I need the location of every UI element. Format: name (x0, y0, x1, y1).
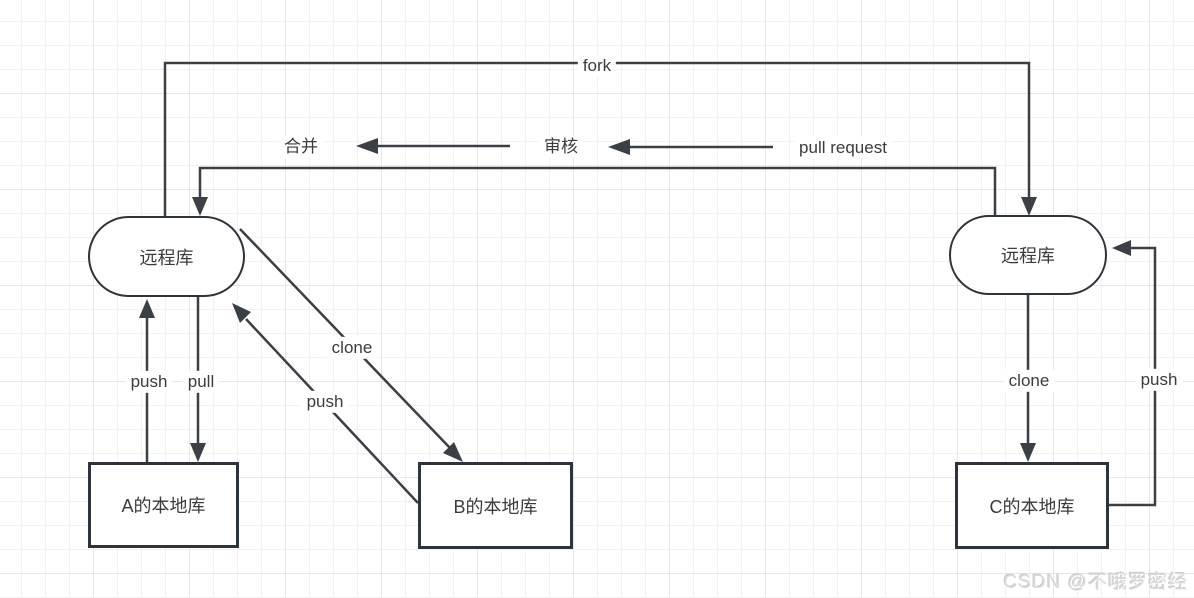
edge-label-pull-a: pull (182, 370, 220, 394)
pull-request-arrowhead-icon (192, 197, 208, 216)
edge-label-push-c: push (1135, 368, 1183, 392)
node-local-repo-c: C的本地库 (955, 462, 1109, 549)
node-remote-repo-right-label: 远程库 (1001, 246, 1055, 266)
edge-label-push-a: push (125, 370, 173, 394)
node-local-repo-b: B的本地库 (418, 462, 573, 549)
edge-label-clone-c: clone (1003, 369, 1055, 393)
review-to-merge-arrowhead-icon (356, 138, 378, 154)
edge-label-pull-request: pull request (794, 136, 892, 160)
push-c-arrowhead-icon (1112, 240, 1131, 256)
clone-b-arrowhead-icon (443, 442, 463, 462)
edge-label-fork: fork (577, 54, 617, 78)
pull-request-line (198, 166, 997, 215)
edge-pr-to-review (608, 139, 773, 155)
clone-c-arrowhead-icon (1020, 443, 1036, 462)
node-local-repo-a: A的本地库 (88, 462, 239, 548)
node-local-repo-a-label: A的本地库 (121, 496, 206, 516)
edge-review-to-merge (356, 138, 510, 154)
node-remote-repo-left: 远程库 (88, 216, 245, 297)
edge-pull-request (192, 166, 997, 216)
pr-to-review-arrowhead-icon (608, 139, 630, 155)
edge-label-push-b: push (301, 390, 349, 414)
fork-arrowhead-icon (1021, 197, 1037, 216)
edge-clone-c (1020, 295, 1036, 462)
node-local-repo-b-label: B的本地库 (453, 496, 538, 517)
push-b-arrowhead-icon (232, 303, 251, 323)
edge-label-clone-b: clone (326, 336, 378, 360)
node-remote-repo-left-label: 远程库 (139, 247, 194, 268)
edge-pull-a (190, 297, 206, 462)
csdn-watermark: CSDN @不哦罗密经 (1003, 572, 1188, 593)
push-a-arrowhead-icon (139, 299, 155, 318)
node-remote-repo-right: 远程库 (949, 215, 1107, 295)
node-local-repo-c-label: C的本地库 (989, 496, 1075, 517)
edge-label-review: 审核 (539, 135, 583, 159)
pull-a-arrowhead-icon (190, 443, 206, 462)
edge-label-merge: 合并 (279, 135, 323, 159)
